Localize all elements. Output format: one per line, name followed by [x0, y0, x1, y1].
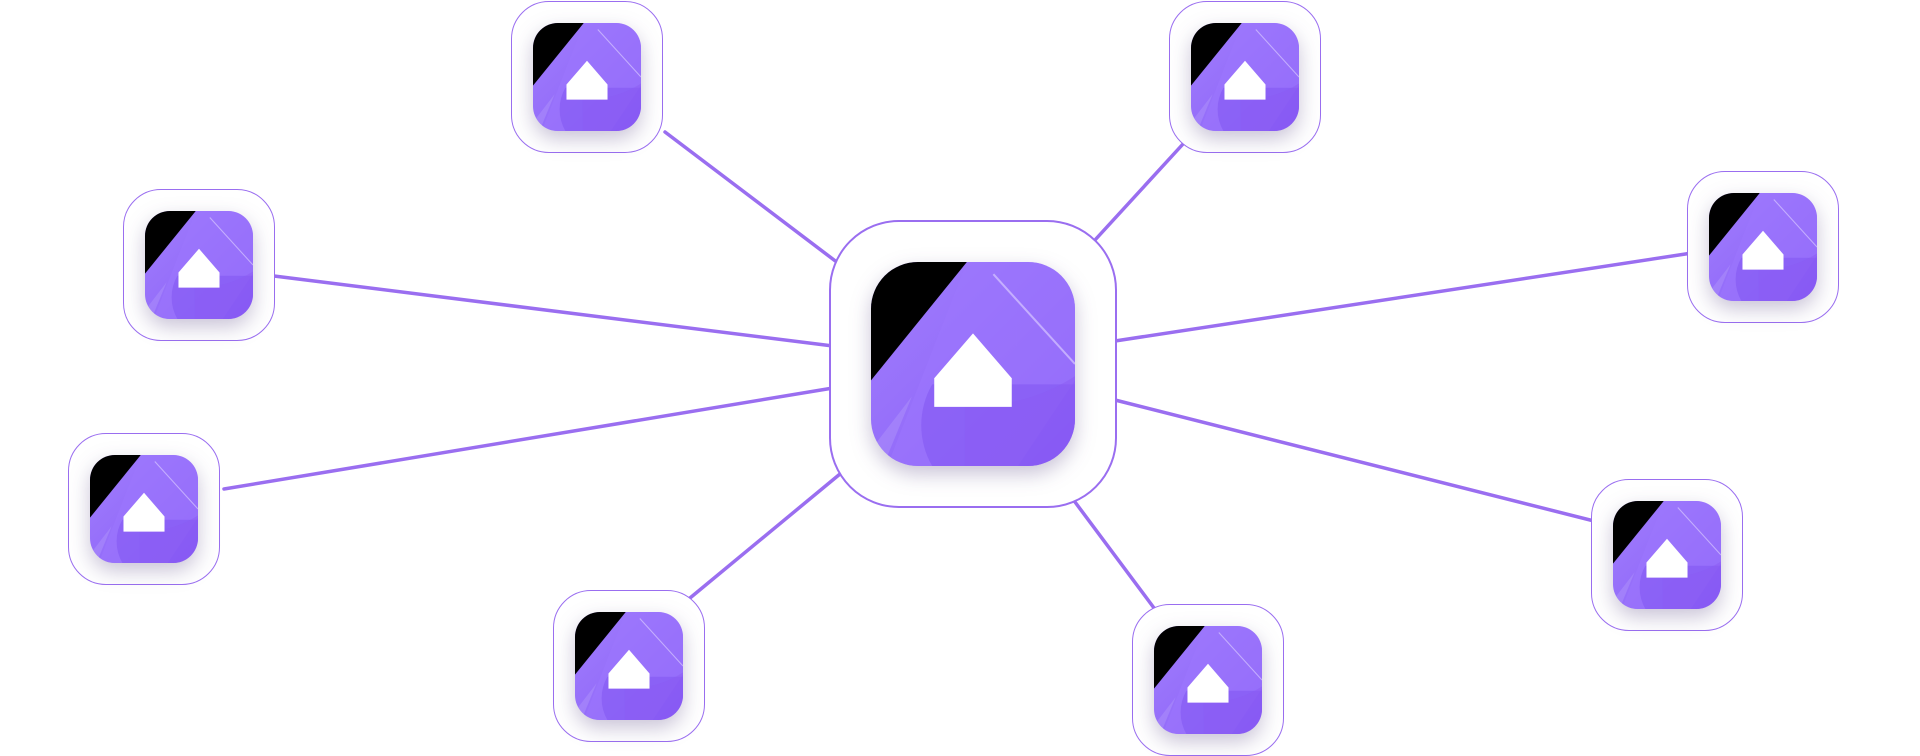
house-app-icon — [1709, 193, 1817, 301]
house-app-icon — [533, 23, 641, 131]
satellite-node[interactable] — [1591, 479, 1743, 631]
satellite-node[interactable] — [511, 1, 663, 153]
house-app-icon — [1613, 501, 1721, 609]
satellite-node[interactable] — [1132, 604, 1284, 756]
satellite-node[interactable] — [1169, 1, 1321, 153]
connector-line — [1093, 142, 1185, 242]
satellite-node[interactable] — [123, 189, 275, 341]
house-app-icon — [145, 211, 253, 319]
satellite-node[interactable] — [1687, 171, 1839, 323]
house-app-icon — [1154, 626, 1262, 734]
house-app-icon — [871, 262, 1075, 466]
connector-line — [688, 472, 842, 600]
connector-line — [663, 130, 840, 265]
connector-line — [272, 274, 835, 348]
connector-line — [222, 386, 835, 491]
connector-line — [1073, 500, 1156, 610]
satellite-node[interactable] — [553, 590, 705, 742]
house-app-icon — [90, 455, 198, 563]
connector-line — [1113, 398, 1600, 524]
connector-line — [1113, 251, 1694, 343]
house-app-icon — [575, 612, 683, 720]
satellite-node[interactable] — [68, 433, 220, 585]
house-app-icon — [1191, 23, 1299, 131]
hub-node[interactable] — [829, 220, 1117, 508]
